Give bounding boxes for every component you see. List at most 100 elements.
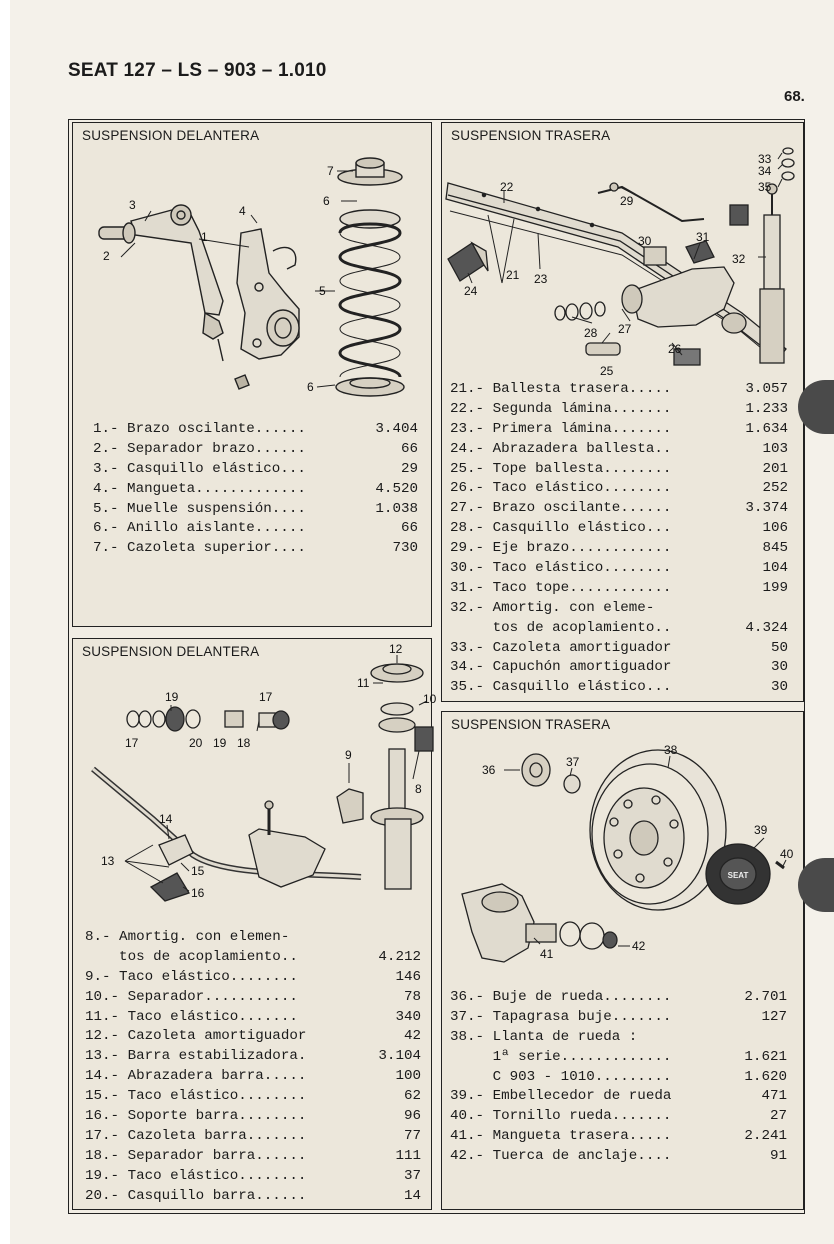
list-item: 21.- Ballesta trasera.....3.057 xyxy=(450,381,788,397)
wheel-hub-part xyxy=(521,753,581,794)
callout-2: 2 xyxy=(103,249,110,263)
callout-6-upper: 6 xyxy=(323,194,330,208)
list-item: 26.- Taco elástico........252 xyxy=(450,480,788,497)
list-item: 25.- Tope ballesta........201 xyxy=(450,460,788,477)
trailing-arm-part xyxy=(621,266,747,334)
list-item: 35.- Casquillo elástico...30 xyxy=(450,679,788,696)
shock-absorber-part xyxy=(729,147,795,364)
oscillating-arm-part xyxy=(130,204,224,362)
wheel-rim-part xyxy=(589,749,727,911)
callout-16: 16 xyxy=(191,886,205,900)
front-suspension-illustration: 1 2 3 4 5 6 6 7 xyxy=(98,157,405,397)
callout-28: 28 xyxy=(584,326,598,340)
callout-23: 23 xyxy=(534,272,548,286)
page-edge xyxy=(0,0,10,1244)
panel-front-suspension-bottom: SUSPENSION DELANTERA xyxy=(72,638,437,1210)
list-item: 20.- Casquillo barra......14 xyxy=(85,1187,421,1204)
callout-8: 8 xyxy=(415,782,422,796)
callout-35: 35 xyxy=(758,180,772,194)
arm-bushing-part xyxy=(98,222,136,244)
parts-list-rear-bottom: 36.- Buje de rueda........2.701 37.- Tap… xyxy=(450,988,787,1167)
callout-leaders xyxy=(120,170,357,388)
list-item: 10.- Separador...........78 xyxy=(85,988,421,1005)
list-item: 24.- Abrazadera ballesta..103 xyxy=(450,440,788,457)
rear-wheel-illustration: SEAT 36 37 xyxy=(461,743,794,963)
callout-19-left: 19 xyxy=(165,690,179,704)
list-item: 17.- Cazoleta barra.......77 xyxy=(85,1127,421,1144)
callout-25: 25 xyxy=(600,364,614,378)
callout-labels: 21 22 23 24 25 26 27 28 29 30 31 32 33 3… xyxy=(464,152,772,378)
wheel-cap-part: SEAT xyxy=(705,843,785,905)
list-item: tos de acoplamiento..4.212 xyxy=(85,948,421,965)
list-item: 31.- Taco tope............199 xyxy=(450,579,788,596)
stabilizer-illustration: 8 9 10 11 12 13 14 15 16 17 17 18 19 19 … xyxy=(91,642,437,902)
spring-clamp-part xyxy=(447,241,489,282)
list-item: 42.- Tuerca de anclaje....91 xyxy=(450,1148,787,1165)
list-item: C 903 - 1010.........1.620 xyxy=(450,1068,787,1085)
list-item: 28.- Casquillo elástico...106 xyxy=(450,520,788,537)
list-item: 18.- Separador barra......111 xyxy=(85,1147,421,1164)
panel-title: SUSPENSION DELANTERA xyxy=(82,644,260,659)
panel-rear-suspension-bottom: SUSPENSION TRASERA xyxy=(441,711,804,1210)
list-item: 38.- Llanta de rueda : xyxy=(450,1028,638,1045)
list-item: 6.- Anillo aislante......66 xyxy=(93,520,418,537)
list-item: 27.- Brazo oscilante......3.374 xyxy=(450,500,788,517)
callout-32: 32 xyxy=(732,252,746,266)
callout-29: 29 xyxy=(620,194,634,208)
list-item: 9.- Taco elástico........146 xyxy=(85,968,421,985)
coil-spring-part xyxy=(335,157,405,397)
list-item: 7.- Cazoleta superior....730 xyxy=(93,540,418,557)
callout-39: 39 xyxy=(754,823,768,837)
list-item: 11.- Taco elástico.......340 xyxy=(85,1008,421,1025)
list-item: 19.- Taco elástico........37 xyxy=(85,1167,421,1184)
callout-20: 20 xyxy=(189,736,203,750)
callout-15: 15 xyxy=(191,864,205,878)
callout-30: 30 xyxy=(638,234,652,248)
page-header: SEAT 127 – LS – 903 – 1.010 xyxy=(68,60,327,81)
callout-13: 13 xyxy=(101,854,115,868)
parts-list-front-bottom: 8.- Amortig. con elemen- tos de acoplami… xyxy=(85,928,421,1206)
list-item: 1.- Brazo oscilante......3.404 xyxy=(93,421,418,437)
callout-31: 31 xyxy=(696,230,710,244)
list-item: 5.- Muelle suspensión....1.038 xyxy=(93,500,418,517)
panel-title: SUSPENSION TRASERA xyxy=(451,128,611,143)
panel-title: SUSPENSION DELANTERA xyxy=(82,128,260,143)
list-item: 16.- Soporte barra........96 xyxy=(85,1108,421,1125)
list-item: 22.- Segunda lámina.......1.233 xyxy=(450,400,788,417)
list-item: 3.- Casquillo elástico...29 xyxy=(93,460,418,477)
list-item: 4.- Mangueta.............4.520 xyxy=(93,480,418,497)
callout-38: 38 xyxy=(664,743,678,757)
callout-27: 27 xyxy=(618,322,632,336)
callout-24: 24 xyxy=(464,284,478,298)
rear-knuckle-part xyxy=(461,883,618,963)
binder-tab-lower xyxy=(798,858,834,912)
callout-17-right: 17 xyxy=(259,690,273,704)
list-item: 15.- Taco elástico........62 xyxy=(85,1088,421,1105)
list-item: 29.- Eje brazo............845 xyxy=(450,540,788,557)
list-item: 37.- Tapagrasa buje.......127 xyxy=(450,1008,787,1025)
callout-41: 41 xyxy=(540,947,554,961)
callout-leaders xyxy=(124,655,428,892)
callout-11: 11 xyxy=(357,676,370,690)
callout-21: 21 xyxy=(506,268,520,282)
callout-34: 34 xyxy=(758,164,772,178)
callout-labels: 36 37 38 39 40 41 42 xyxy=(482,743,794,961)
rear-suspension-illustration: 21 22 23 24 25 26 27 28 29 30 31 32 33 3… xyxy=(445,147,795,378)
callout-40: 40 xyxy=(780,847,794,861)
callout-22: 22 xyxy=(500,180,514,194)
callout-18: 18 xyxy=(237,736,251,750)
callout-26: 26 xyxy=(668,342,682,356)
list-item: 41.- Mangueta trasera.....2.241 xyxy=(450,1128,787,1145)
list-item: 8.- Amortig. con elemen- xyxy=(85,929,290,945)
list-item: 36.- Buje de rueda........2.701 xyxy=(450,989,787,1005)
callout-14: 14 xyxy=(159,812,173,826)
list-item: 13.- Barra estabilizadora.3.104 xyxy=(85,1048,421,1065)
callout-19-right: 19 xyxy=(213,736,227,750)
callout-37: 37 xyxy=(566,755,580,769)
stabilizer-bar-part xyxy=(91,766,362,902)
list-item: 2.- Separador brazo......66 xyxy=(93,440,418,457)
